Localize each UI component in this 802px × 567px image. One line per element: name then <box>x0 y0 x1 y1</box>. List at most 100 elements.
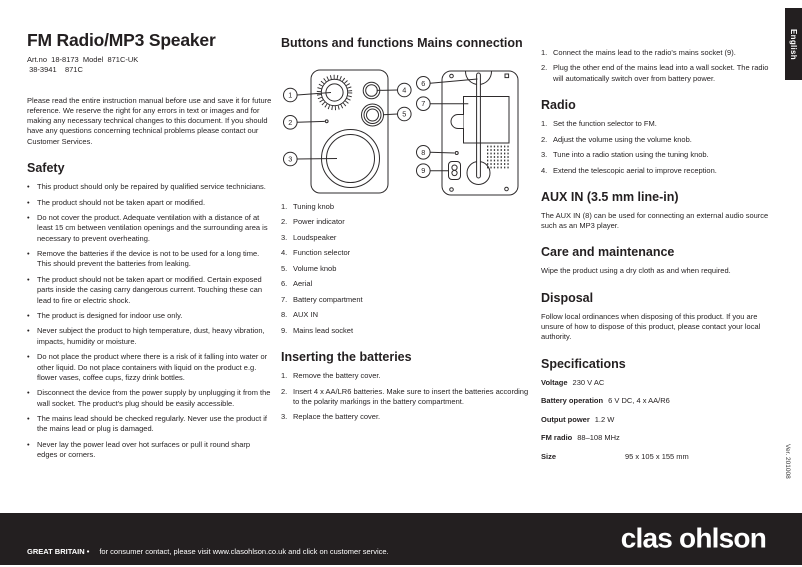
batteries-steps: Remove the battery cover. Insert 4 x AA/… <box>281 371 533 423</box>
left-column: FM Radio/MP3 Speaker Art.no 18-8173 Mode… <box>27 30 272 466</box>
callout-5: 5 <box>382 106 412 122</box>
radio-step: Set the function selector to FM. <box>541 119 657 130</box>
radio-steps: Set the function selector to FM. Adjust … <box>541 119 775 176</box>
spec-value: 95 x 105 x 155 mm <box>625 451 689 461</box>
legend-item: Loudspeaker <box>281 232 337 244</box>
article-number-line1: Art.no 18-8173 Model 871C-UK <box>27 55 139 64</box>
legend-item: Volume knob <box>281 263 337 275</box>
callout-7: 7 <box>416 96 469 112</box>
callout-3: 3 <box>283 151 338 167</box>
screw-icon <box>449 73 454 79</box>
callout-2: 2 <box>283 115 325 130</box>
legend-item: Battery compartment <box>281 294 363 306</box>
legend-item: Function selector <box>281 248 351 259</box>
power-indicator-drawing <box>324 119 329 124</box>
buttons-functions-heading: Buttons and functions <box>281 36 414 50</box>
spec-label: Battery operation <box>541 396 604 406</box>
footer-region: GREAT BRITAIN • <box>27 547 90 556</box>
article-number-line2: 38-3941 871C <box>27 65 83 75</box>
svg-text:6: 6 <box>421 79 425 88</box>
disposal-heading: Disposal <box>541 290 594 305</box>
screw-icon <box>504 73 510 79</box>
specs-heading: Specifications <box>541 356 626 371</box>
spec-row-output: Output power 1.2 W <box>541 415 775 425</box>
safety-bullet-list: This product should only be repaired by … <box>27 182 272 460</box>
callout-6: 6 <box>416 76 478 91</box>
radio-step: Tune into a radio station using the tuni… <box>541 150 709 161</box>
svg-text:5: 5 <box>402 110 406 119</box>
safety-bullet: Do not place the product where there is … <box>27 352 272 383</box>
specs-table: Voltage 230 V AC Battery operation 6 V DC,… <box>541 378 775 462</box>
spec-value: 88–108 MHz <box>577 433 620 443</box>
volume-knob-drawing <box>361 103 384 127</box>
callout-1: 1 <box>283 87 332 103</box>
battery-compartment-drawing <box>450 96 510 144</box>
mains-step: Plug the other end of the mains lead int… <box>541 63 769 83</box>
mains-step: Connect the mains lead to the radio's ma… <box>541 48 736 59</box>
safety-bullet: This product should only be repaired by … <box>27 182 272 193</box>
right-column: Connect the mains lead to the radio's ma… <box>541 48 775 470</box>
battery-step: Replace the battery cover. <box>281 412 381 423</box>
tuning-knob-drawing <box>316 74 353 111</box>
spec-value: 230 V AC <box>572 377 605 387</box>
front-view-drawing <box>310 69 389 194</box>
middle-column: Buttons and functions Mains connection <box>281 36 533 428</box>
safety-bullet: The mains lead should be checked regular… <box>27 414 272 435</box>
svg-text:8: 8 <box>421 148 425 157</box>
page-title: FM Radio/MP3 Speaker <box>27 30 216 50</box>
svg-text:7: 7 <box>421 99 425 108</box>
spec-label: FM radio <box>541 433 573 443</box>
mains-socket-drawing <box>448 161 461 180</box>
svg-text:4: 4 <box>402 86 406 95</box>
aux-in-drawing <box>454 151 459 155</box>
safety-bullet: The product is designed for indoor use o… <box>27 311 272 322</box>
spec-row-size: Size 95 x 105 x 155 mm <box>541 452 775 462</box>
spec-label: Size <box>541 451 557 461</box>
intro-paragraph: Please read the entire instruction manua… <box>27 95 272 146</box>
svg-text:2: 2 <box>288 118 292 127</box>
safety-bullet: Remove the batteries if the device is no… <box>27 249 272 270</box>
parts-legend: Tuning knob Power indicator Loudspeaker … <box>281 202 533 336</box>
safety-bullet: Never subject the product to high temper… <box>27 326 272 347</box>
aux-heading: AUX IN (3.5 mm line-in) <box>541 189 679 204</box>
mains-connection-heading: Mains connection <box>417 36 523 50</box>
footer-contact-text: for consumer contact, please visit www.c… <box>99 547 389 556</box>
batteries-heading: Inserting the batteries <box>281 350 412 365</box>
spec-label: Voltage <box>541 377 568 387</box>
svg-text:9: 9 <box>421 166 425 175</box>
care-heading: Care and maintenance <box>541 245 675 260</box>
version-label: Ver. 201008 <box>784 444 791 479</box>
spec-row-voltage: Voltage 230 V AC <box>541 378 775 388</box>
legend-item: AUX IN <box>281 310 319 321</box>
disposal-body: Follow local ordinances when disposing o… <box>541 311 761 342</box>
screw-icon <box>504 186 509 192</box>
safety-heading: Safety <box>27 161 65 176</box>
spec-value: 1.2 W <box>594 414 615 424</box>
safety-bullet: Never lay the power lead over hot surfac… <box>27 440 272 461</box>
callout-4: 4 <box>376 82 412 98</box>
radio-step: Extend the telescopic aerial to improve … <box>541 165 717 177</box>
legend-item: Tuning knob <box>281 202 335 213</box>
aerial-drawing <box>465 71 492 185</box>
spec-value: 6 V DC, 4 x AA/R6 <box>608 396 670 406</box>
legend-item: Mains lead socket <box>281 325 354 337</box>
radio-heading: Radio <box>541 98 576 113</box>
buttons-and-mains-heading: Buttons and functions Mains connection <box>281 36 533 50</box>
callout-9: 9 <box>416 163 448 178</box>
care-body: Wipe the product using a dry cloth as an… <box>541 266 731 276</box>
svg-text:3: 3 <box>288 155 292 164</box>
safety-bullet: The product should not be taken apart or… <box>27 275 272 306</box>
language-tab-label: English <box>789 28 798 60</box>
language-tab-english: English <box>785 8 802 80</box>
callout-8: 8 <box>416 145 455 160</box>
spec-row-battery: Battery operation 6 V DC, 4 x AA/R6 <box>541 396 775 406</box>
spec-row-fm: FM radio 88–108 MHz <box>541 433 775 443</box>
rear-view-drawing <box>441 70 519 196</box>
safety-bullet: Do not cover the product. Adequate venti… <box>27 213 272 244</box>
safety-bullet: The product should not be taken apart or… <box>27 198 272 209</box>
grille-drawing <box>487 145 510 169</box>
spec-label: Output power <box>541 414 590 424</box>
svg-text:1: 1 <box>288 91 292 100</box>
footer-bar: GREAT BRITAIN • for consumer contact, ple… <box>0 513 802 565</box>
